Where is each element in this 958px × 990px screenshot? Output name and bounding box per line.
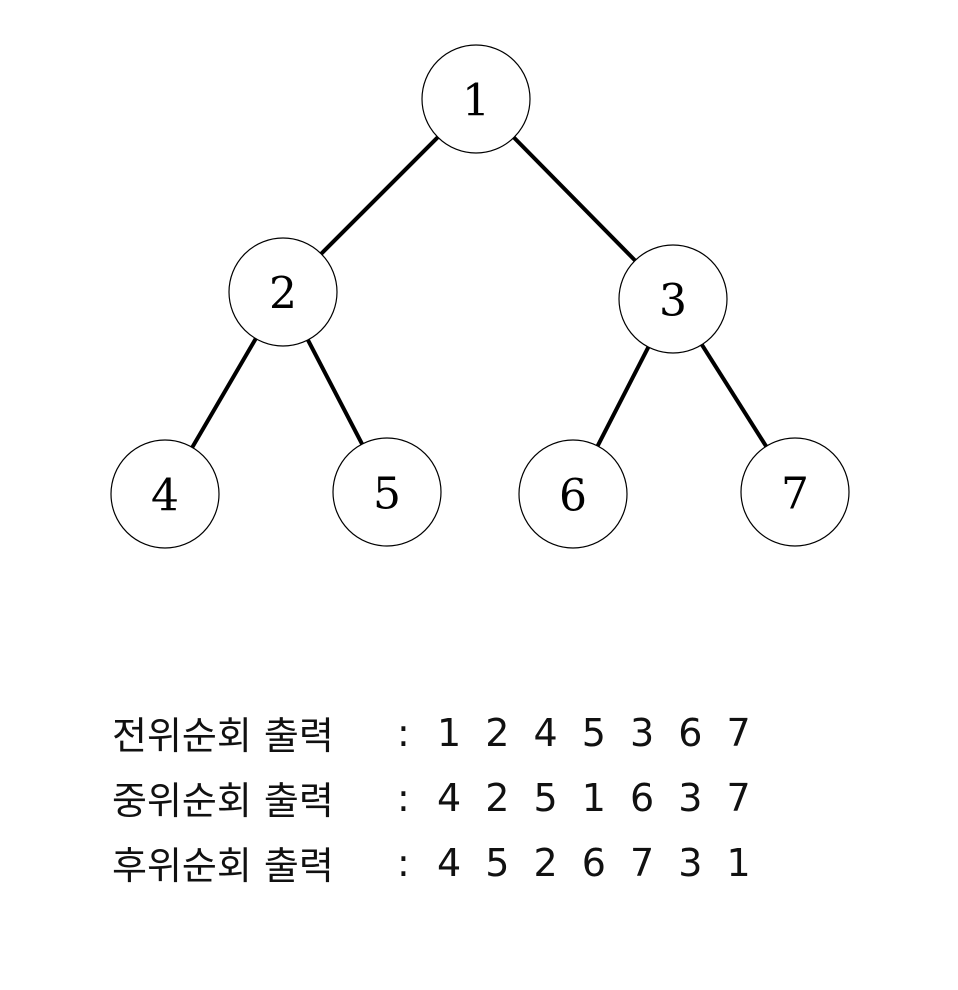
edge-3-7 <box>700 343 768 448</box>
node-circle-4 <box>110 439 220 549</box>
node-label-2: 2 <box>269 269 297 320</box>
preorder-row: 전위순회 출력 : 1 2 4 5 3 6 7 <box>112 700 751 765</box>
tree-nodes: 1 2 3 4 5 6 7 <box>110 44 850 549</box>
node-label-4: 4 <box>151 471 179 522</box>
edge-2-4 <box>190 337 258 449</box>
tree-node-1: 1 <box>421 44 531 154</box>
tree-node-4: 4 <box>110 439 220 549</box>
node-circle-7 <box>740 437 850 547</box>
traversal-outputs: 전위순회 출력 : 1 2 4 5 3 6 7 중위순회 출력 : 4 2 5 … <box>112 700 751 895</box>
postorder-row: 후위순회 출력 : 4 5 2 6 7 3 1 <box>112 830 751 895</box>
inorder-separator: : <box>397 775 410 820</box>
node-label-1: 1 <box>462 76 490 127</box>
preorder-separator: : <box>397 710 410 755</box>
node-label-5: 5 <box>373 469 401 520</box>
node-circle-5 <box>332 437 442 547</box>
node-label-6: 6 <box>559 471 587 522</box>
postorder-label: 후위순회 출력 <box>112 844 334 888</box>
edge-2-5 <box>306 338 364 446</box>
edge-1-3 <box>512 136 637 262</box>
preorder-label: 전위순회 출력 <box>112 714 334 758</box>
node-circle-3 <box>618 244 728 354</box>
postorder-separator: : <box>397 840 410 885</box>
node-circle-6 <box>518 439 628 549</box>
edge-1-2 <box>319 135 440 256</box>
node-circle-2 <box>228 237 338 347</box>
tree-edges <box>190 135 768 449</box>
inorder-row: 중위순회 출력 : 4 2 5 1 6 3 7 <box>112 765 751 830</box>
node-circle-1 <box>421 44 531 154</box>
inorder-label: 중위순회 출력 <box>112 779 334 823</box>
preorder-sequence: 1 2 4 5 3 6 7 <box>437 710 751 755</box>
inorder-sequence: 4 2 5 1 6 3 7 <box>437 775 751 820</box>
tree-node-5: 5 <box>332 437 442 547</box>
tree-node-3: 3 <box>618 244 728 354</box>
tree-node-6: 6 <box>518 439 628 549</box>
binary-tree-diagram: 1 2 3 4 5 6 7 <box>110 44 850 549</box>
edge-3-6 <box>595 346 651 447</box>
node-label-3: 3 <box>659 276 687 327</box>
node-label-7: 7 <box>781 469 809 520</box>
postorder-sequence: 4 5 2 6 7 3 1 <box>437 840 751 885</box>
tree-node-2: 2 <box>228 237 338 347</box>
tree-node-7: 7 <box>740 437 850 547</box>
